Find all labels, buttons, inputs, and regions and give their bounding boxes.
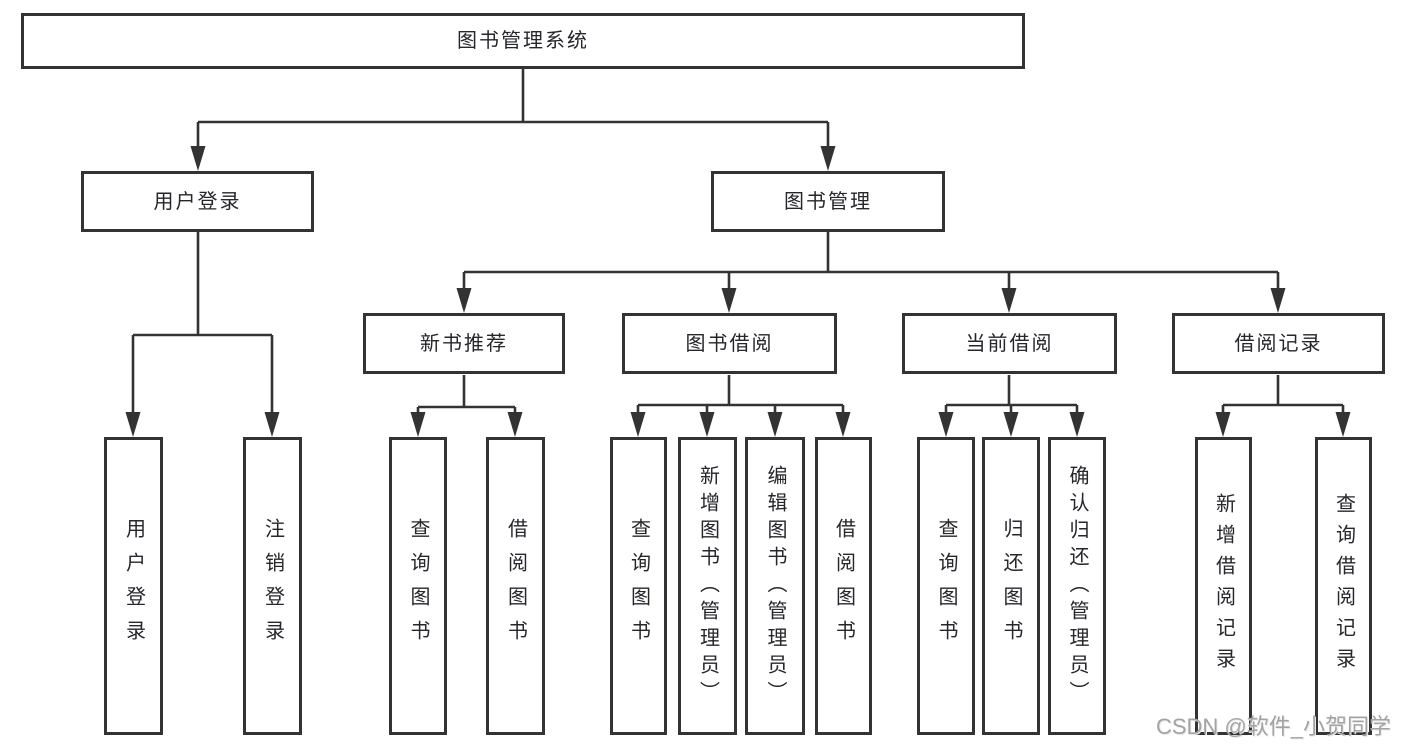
node-current-borrowing: 当前借阅 — [902, 313, 1117, 374]
leaf-query-books-current: 查询图书 — [917, 437, 975, 735]
node-user-login: 用户登录 — [81, 171, 314, 232]
leaf-logout-label: 注销登录 — [261, 518, 284, 654]
node-book-borrowing: 图书借阅 — [622, 313, 837, 374]
node-book-management: 图书管理 — [711, 171, 945, 232]
node-user-login-label: 用户登录 — [153, 190, 242, 213]
leaf-query-books-recommend: 查询图书 — [389, 437, 447, 735]
leaf-add-books-admin-label: 新增图书（管理员） — [696, 464, 719, 708]
leaf-borrow-books-recommend-label: 借阅图书 — [504, 518, 527, 654]
leaf-confirm-return-admin-label: 确认归还（管理员） — [1066, 464, 1088, 708]
leaf-query-books-borrow-label: 查询图书 — [627, 518, 650, 654]
leaf-query-books-borrow: 查询图书 — [610, 437, 667, 735]
leaf-borrow-books-recommend: 借阅图书 — [486, 437, 545, 735]
leaf-query-books-current-label: 查询图书 — [935, 518, 957, 654]
leaf-borrow-books-borrow: 借阅图书 — [815, 437, 872, 735]
csdn-watermark: CSDN @软件_小贺同学 — [1155, 714, 1391, 739]
leaf-user-login: 用户登录 — [104, 437, 163, 735]
node-current-borrowing-label: 当前借阅 — [965, 332, 1054, 355]
node-book-management-label: 图书管理 — [784, 190, 872, 213]
leaf-add-borrow-record: 新增借阅记录 — [1195, 437, 1252, 735]
leaf-confirm-return-admin: 确认归还（管理员） — [1048, 437, 1106, 735]
leaf-borrow-books-borrow-label: 借阅图书 — [832, 518, 855, 654]
node-root-label: 图书管理系统 — [457, 30, 589, 52]
node-borrow-records-label: 借阅记录 — [1234, 332, 1323, 355]
leaf-user-login-label: 用户登录 — [122, 518, 145, 654]
node-borrow-records: 借阅记录 — [1172, 313, 1385, 374]
leaf-query-borrow-record-label: 查询借阅记录 — [1332, 493, 1355, 679]
node-new-book-recommend-label: 新书推荐 — [420, 332, 508, 355]
leaf-edit-books-admin-label: 编辑图书（管理员） — [764, 464, 786, 708]
node-root: 图书管理系统 — [21, 13, 1025, 69]
leaf-add-books-admin: 新增图书（管理员） — [678, 437, 737, 735]
leaf-add-borrow-record-label: 新增借阅记录 — [1212, 493, 1235, 679]
leaf-logout: 注销登录 — [243, 437, 302, 735]
leaf-return-books-label: 归还图书 — [1000, 518, 1022, 654]
node-book-borrowing-label: 图书借阅 — [685, 332, 774, 355]
leaf-return-books: 归还图书 — [982, 437, 1040, 735]
leaf-edit-books-admin: 编辑图书（管理员） — [745, 437, 805, 735]
node-new-book-recommend: 新书推荐 — [363, 313, 565, 374]
leaf-query-borrow-record: 查询借阅记录 — [1315, 437, 1372, 735]
leaf-query-books-recommend-label: 查询图书 — [407, 518, 429, 654]
